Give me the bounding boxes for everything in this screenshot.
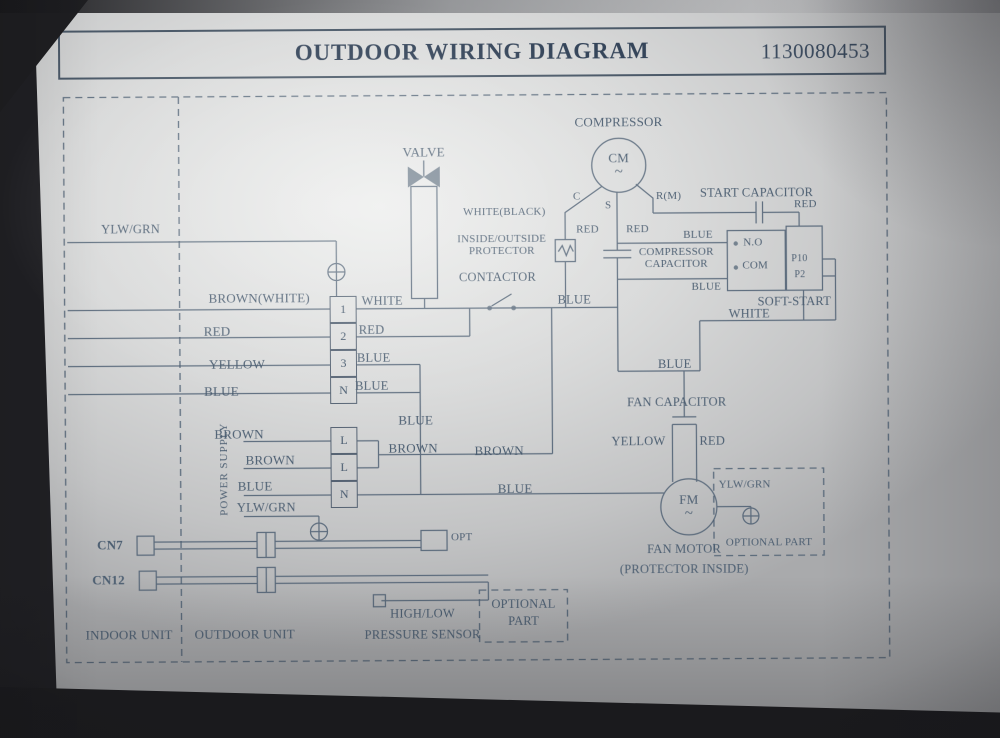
start-capacitor-icon [755,201,764,224]
power-supply-label: POWER SUPPLY [217,422,231,516]
terminal-n-upper: N [330,376,358,405]
wire-label-brown-white: BROWN(WHITE) [208,290,310,306]
protector-label: INSIDE/OUTSIDE PROTECTOR [454,233,549,258]
indoor-unit-label: INDOOR UNIT [85,627,173,643]
wire-compressor-c [564,185,603,308]
soft-start-com-label: COM [742,259,769,272]
wire-label-brown-mid-1: BROWN [388,440,438,456]
cn12-label: CN12 [92,572,125,588]
fan-motor-line2: (PROTECTOR INSIDE) [619,561,749,577]
wire-label-white-black: WHITE(BLACK) [463,205,546,219]
soft-start-p2-label: P2 [794,269,806,281]
indoor-outdoor-divider [177,96,183,662]
wire-label-ylwgrn-bottom: YLW/GRN [236,500,296,515]
terminal-n-lower: N [330,480,358,509]
pressure-sensor-label: HIGH/LOW PRESSURE SENSOR [351,603,493,646]
fan-motor-wave: ~ [684,505,694,522]
ground-icon-top [327,262,346,282]
terminal-3: 3 [329,349,358,378]
wire-label-white-ss: WHITE [728,306,770,321]
wire-compressor-s [616,192,619,372]
terminal-l1: L [330,426,358,455]
wire-label-red-right: RED [358,322,385,337]
wire-label-yellow-left: YELLOW [208,356,266,372]
terminal-s-label: S [604,199,612,212]
wire-label-blue-main: BLUE [557,292,592,307]
opt-label: OPT [450,531,473,544]
wire-label-brown-mid-2: BROWN [474,442,524,459]
compressor-capacitor-line1: COMPRESSOR [638,245,714,259]
soft-start-no-label: N.O [743,236,763,249]
fan-capacitor-label: FAN CAPACITOR [627,394,727,410]
pressure-sensor-line1: HIGH/LOW [390,606,455,621]
protector-line2: PROTECTOR [468,244,535,258]
wire-label-blue-2: BLUE [355,378,389,393]
pressure-sensor-line2: PRESSURE SENSOR [364,627,481,642]
wire-label-red-left: RED [203,323,231,339]
cn7-plug [136,535,155,556]
soft-start-relay [726,225,837,320]
wire-label-blue-1: BLUE [356,350,391,365]
wire-label-red-r: RED [626,223,649,236]
wire-label-white: WHITE [361,293,403,308]
terminal-l2: L [330,453,358,482]
optional-part-sensor-label: OPTIONAL PART [480,596,566,631]
outdoor-unit-label: OUTDOOR UNIT [194,626,295,642]
wire-label-blue-cc-bottom: BLUE [691,280,722,293]
cn7-wiring [136,529,448,559]
pressure-sensor-body [372,594,387,608]
soft-start-p10-label: P10 [791,253,808,265]
optional-part-sensor-line1: OPTIONAL [491,596,556,612]
fan-motor-line1: FAN MOTOR [647,541,722,557]
compressor-capacitor-icon [603,249,632,259]
ground-icon-bottom [309,522,329,541]
contactor-label: CONTACTOR [458,269,536,285]
wire-label-red-sc: RED [793,198,817,211]
outer-dashed-border [62,91,891,664]
cn12-plug [138,570,157,591]
cn12-wiring [138,566,490,608]
protector-line1: INSIDE/OUTSIDE [457,232,547,246]
wire-label-blue-3: BLUE [398,412,434,428]
valve-label: VALVE [402,144,445,160]
valve-icon [407,160,440,300]
wire-compressor-r [635,183,800,227]
optional-part-box-sensor [478,588,569,643]
terminal-r-label: R(M) [655,189,682,203]
opt-device [420,529,448,552]
protector-icon [554,238,576,263]
compressor-circle [591,137,647,193]
compressor-capacitor-line2: CAPACITOR [644,257,708,271]
wire-label-blue-left: BLUE [204,383,239,399]
optional-part-sensor-line2: PART [508,613,540,628]
wire-label-blue-left-2: BLUE [237,478,273,494]
wire-network [67,137,837,608]
compressor-label: COMPRESSOR [574,114,663,130]
dashed-borders [62,91,891,664]
wire-label-ylwgrn-fan: YLW/GRN [718,478,771,491]
terminal-c-label: C [572,190,581,203]
cn7-label: CN7 [97,537,124,553]
fan-capacitor-icon [671,416,698,482]
wire-label-red-fan: RED [699,433,726,448]
wire-label-blue-fan: BLUE [657,356,692,372]
compressor-wave: ~ [614,164,624,181]
fan-motor-label: FAN MOTOR (PROTECTOR INSIDE) [603,538,765,579]
wire-label-blue-to-fm: BLUE [497,480,533,497]
wire-label-yellow-fan: YELLOW [611,433,666,449]
ground-icon-fan [742,507,760,525]
compressor-capacitor-label: COMPRESSOR CAPACITOR [635,246,717,271]
wire-label-brown-left-2: BROWN [245,452,295,468]
optional-part-box-fan [712,467,825,557]
photo-edge-top [0,0,1000,13]
wire-label-ylwgrn-top: YLW/GRN [101,222,160,237]
wire-label-blue-cc-top: BLUE [683,228,713,241]
terminal-2: 2 [329,322,357,351]
wire-label-red-c: RED [576,223,599,236]
terminal-1: 1 [329,295,357,324]
contactor-icon [487,293,517,311]
